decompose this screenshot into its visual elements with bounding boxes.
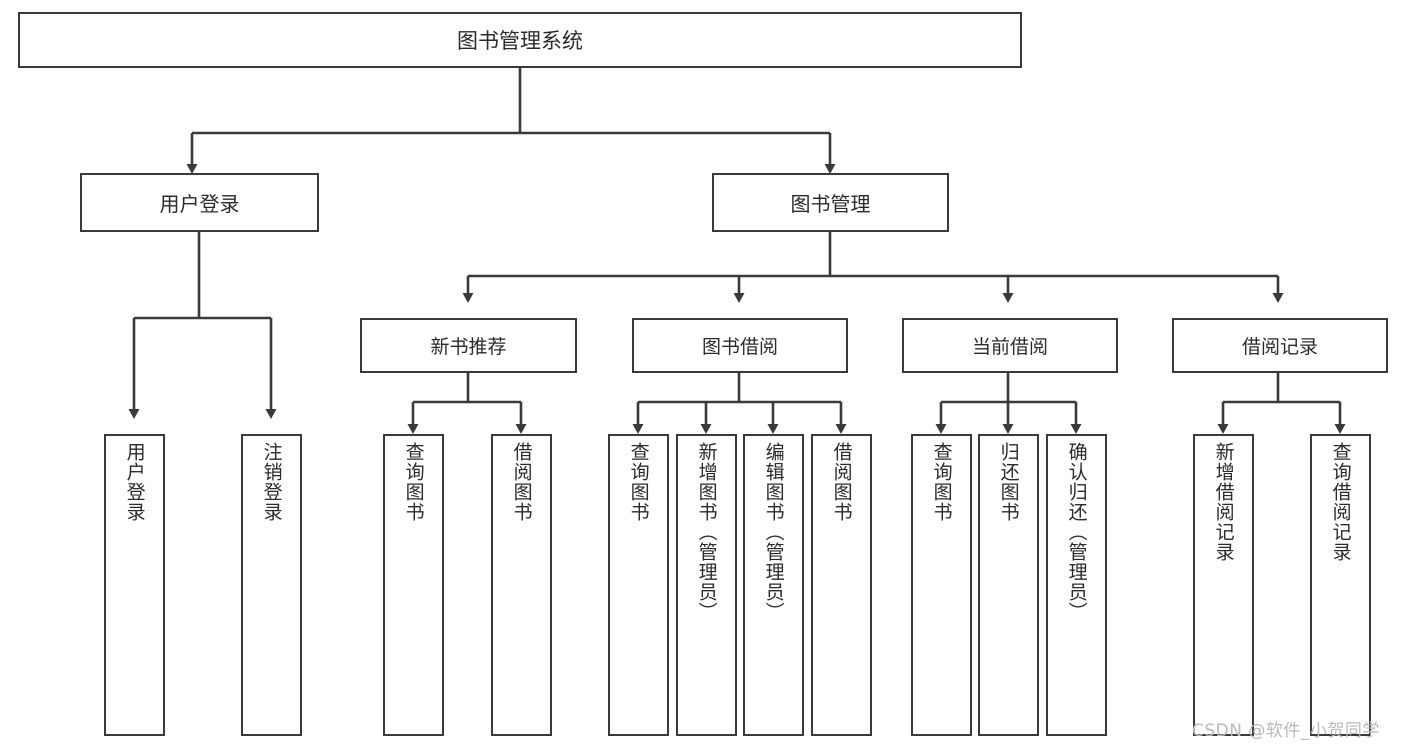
leaf-label: 注销登录 — [260, 442, 283, 522]
node-label: 当前借阅 — [971, 336, 1048, 358]
leaf-user-login-login[interactable]: 用户登录 — [104, 434, 165, 736]
leaf-label: 查询图书 — [930, 442, 953, 522]
node-label: 图书管理 — [790, 192, 871, 216]
node-label: 借阅记录 — [1241, 336, 1318, 358]
leaf-label: 借阅图书 — [510, 442, 533, 522]
node-borrow-record[interactable]: 借阅记录 — [1172, 318, 1388, 373]
leaf-borrow-query-book[interactable]: 查询图书 — [608, 434, 669, 736]
node-current-borrow[interactable]: 当前借阅 — [902, 318, 1118, 373]
node-label: 用户登录 — [159, 192, 240, 216]
node-root-system[interactable]: 图书管理系统 — [18, 12, 1022, 68]
leaf-current-confirm-return-admin[interactable]: 确认归还（管理员） — [1046, 434, 1107, 736]
leaf-current-return-book[interactable]: 归还图书 — [978, 434, 1039, 736]
leaf-recommend-borrow-book[interactable]: 借阅图书 — [491, 434, 552, 736]
leaf-label: 归还图书 — [997, 442, 1020, 522]
leaf-label: 新增借阅记录 — [1212, 442, 1235, 562]
node-label: 图书借阅 — [701, 336, 778, 358]
node-user-login[interactable]: 用户登录 — [80, 173, 319, 232]
leaf-current-query-book[interactable]: 查询图书 — [911, 434, 972, 736]
leaf-label: 用户登录 — [123, 442, 146, 522]
node-book-management[interactable]: 图书管理 — [712, 173, 949, 232]
leaf-user-login-logout[interactable]: 注销登录 — [241, 434, 302, 736]
leaf-label: 查询图书 — [402, 442, 425, 522]
leaf-borrow-borrow-book[interactable]: 借阅图书 — [811, 434, 872, 736]
leaf-recommend-query-book[interactable]: 查询图书 — [383, 434, 444, 736]
leaf-borrow-add-book-admin[interactable]: 新增图书（管理员） — [676, 434, 737, 736]
leaf-label: 借阅图书 — [830, 442, 853, 522]
node-book-borrow[interactable]: 图书借阅 — [632, 318, 848, 373]
node-label: 图书管理系统 — [457, 29, 583, 53]
leaf-label: 编辑图书（管理员） — [762, 442, 785, 622]
leaf-record-add-record[interactable]: 新增借阅记录 — [1193, 434, 1254, 736]
node-new-book-recommend[interactable]: 新书推荐 — [360, 318, 577, 373]
leaf-record-query-record[interactable]: 查询借阅记录 — [1310, 434, 1371, 736]
leaf-borrow-edit-book-admin[interactable]: 编辑图书（管理员） — [743, 434, 804, 736]
leaf-label: 查询图书 — [627, 442, 650, 522]
node-label: 新书推荐 — [430, 336, 507, 358]
leaf-label: 查询借阅记录 — [1329, 442, 1352, 562]
leaf-label: 确认归还（管理员） — [1065, 442, 1088, 622]
leaf-label: 新增图书（管理员） — [695, 442, 718, 622]
